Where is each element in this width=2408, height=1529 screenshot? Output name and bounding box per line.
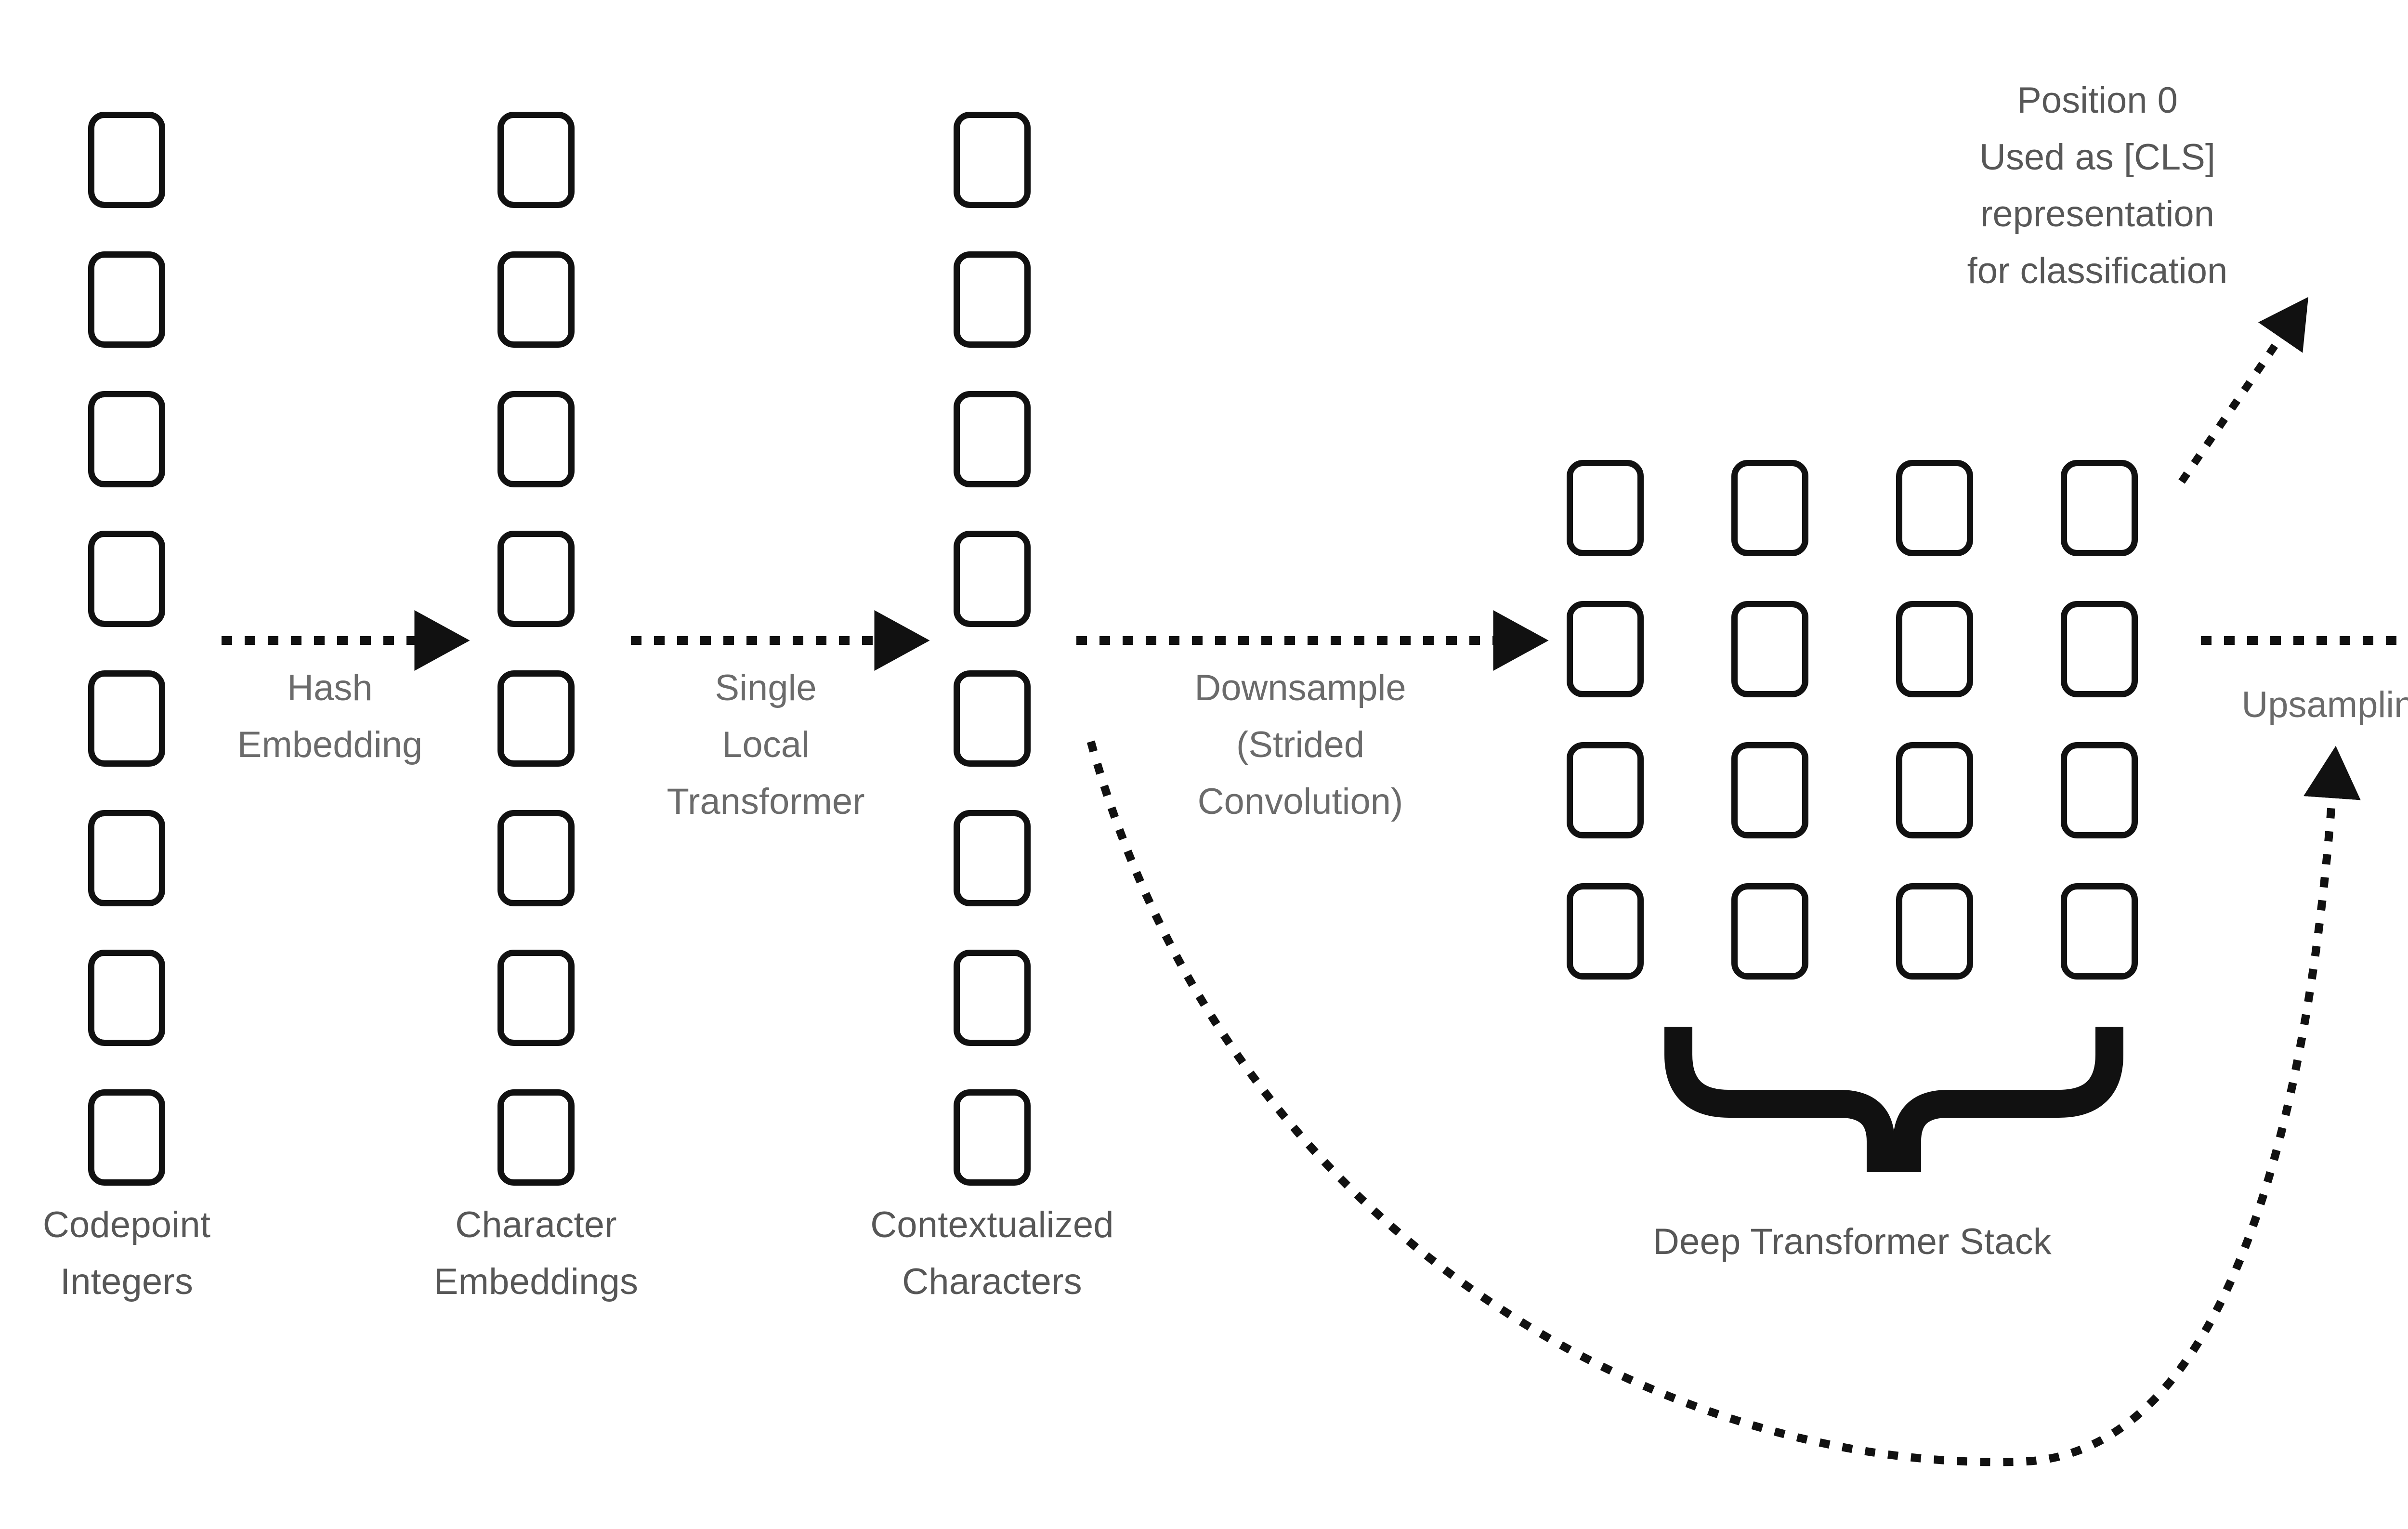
cell-charemb-0	[497, 112, 575, 208]
cell-charemb-2	[497, 391, 575, 487]
cell-charemb-7	[497, 1089, 575, 1186]
cell-codepoint-5	[88, 810, 165, 906]
cell-ctx-6	[954, 950, 1031, 1046]
cell-codepoint-1	[88, 251, 165, 348]
cell-stack-r0c2	[1896, 460, 1973, 556]
cell-ctx-3	[954, 531, 1031, 627]
arrow-label-upsampling: Upsampling	[2241, 684, 2408, 725]
cell-stack-r2c2	[1896, 742, 1973, 838]
brace-deep-transformer-stack	[1664, 1027, 2123, 1172]
cell-codepoint-0	[88, 112, 165, 208]
cell-codepoint-2	[88, 391, 165, 487]
cell-stack-r2c0	[1567, 742, 1644, 838]
cell-stack-r3c2	[1896, 883, 1973, 980]
cell-stack-r0c3	[2061, 460, 2138, 556]
cell-codepoint-6	[88, 950, 165, 1046]
arrow-label-downsample: Downsample (Strided Convolution)	[1194, 667, 1406, 822]
cell-charemb-6	[497, 950, 575, 1046]
cell-charemb-1	[497, 251, 575, 348]
cell-stack-r3c1	[1731, 883, 1808, 980]
arrow-label-hash-embedding: Hash Embedding	[237, 667, 423, 765]
caption-deep-transformer-stack: Deep Transformer Stack	[1652, 1221, 2052, 1262]
cell-stack-r1c2	[1896, 601, 1973, 697]
cell-stack-r1c1	[1731, 601, 1808, 697]
cell-ctx-1	[954, 251, 1031, 348]
cell-ctx-0	[954, 112, 1031, 208]
cell-codepoint-3	[88, 531, 165, 627]
annotation-cls-note: Position 0 Used as [CLS] representation …	[1967, 80, 2228, 291]
caption-character-embeddings: Character Embeddings	[433, 1204, 639, 1302]
cell-ctx-4	[954, 670, 1031, 767]
arrow-cls-callout	[2178, 297, 2309, 484]
cell-stack-r2c1	[1731, 742, 1808, 838]
cell-ctx-2	[954, 391, 1031, 487]
cell-stack-r3c3	[2061, 883, 2138, 980]
cell-stack-r3c0	[1567, 883, 1644, 980]
cell-ctx-7	[954, 1089, 1031, 1186]
cell-ctx-5	[954, 810, 1031, 906]
cell-stack-r0c0	[1567, 460, 1644, 556]
arrow-label-single-local-transformer: Single Local Transformer	[667, 667, 865, 822]
cell-charemb-4	[497, 670, 575, 767]
cell-stack-r1c0	[1567, 601, 1644, 697]
cell-stack-r0c1	[1731, 460, 1808, 556]
arrow-residual-skip	[1086, 740, 2361, 1466]
cell-charemb-5	[497, 810, 575, 906]
cell-stack-r1c3	[2061, 601, 2138, 697]
caption-codepoint-integers: Codepoint Integers	[42, 1204, 211, 1302]
cell-charemb-3	[497, 531, 575, 627]
cell-codepoint-7	[88, 1089, 165, 1186]
caption-contextualized-characters: Contextualized Characters	[870, 1204, 1114, 1302]
cell-stack-r2c3	[2061, 742, 2138, 838]
cell-codepoint-4	[88, 670, 165, 767]
